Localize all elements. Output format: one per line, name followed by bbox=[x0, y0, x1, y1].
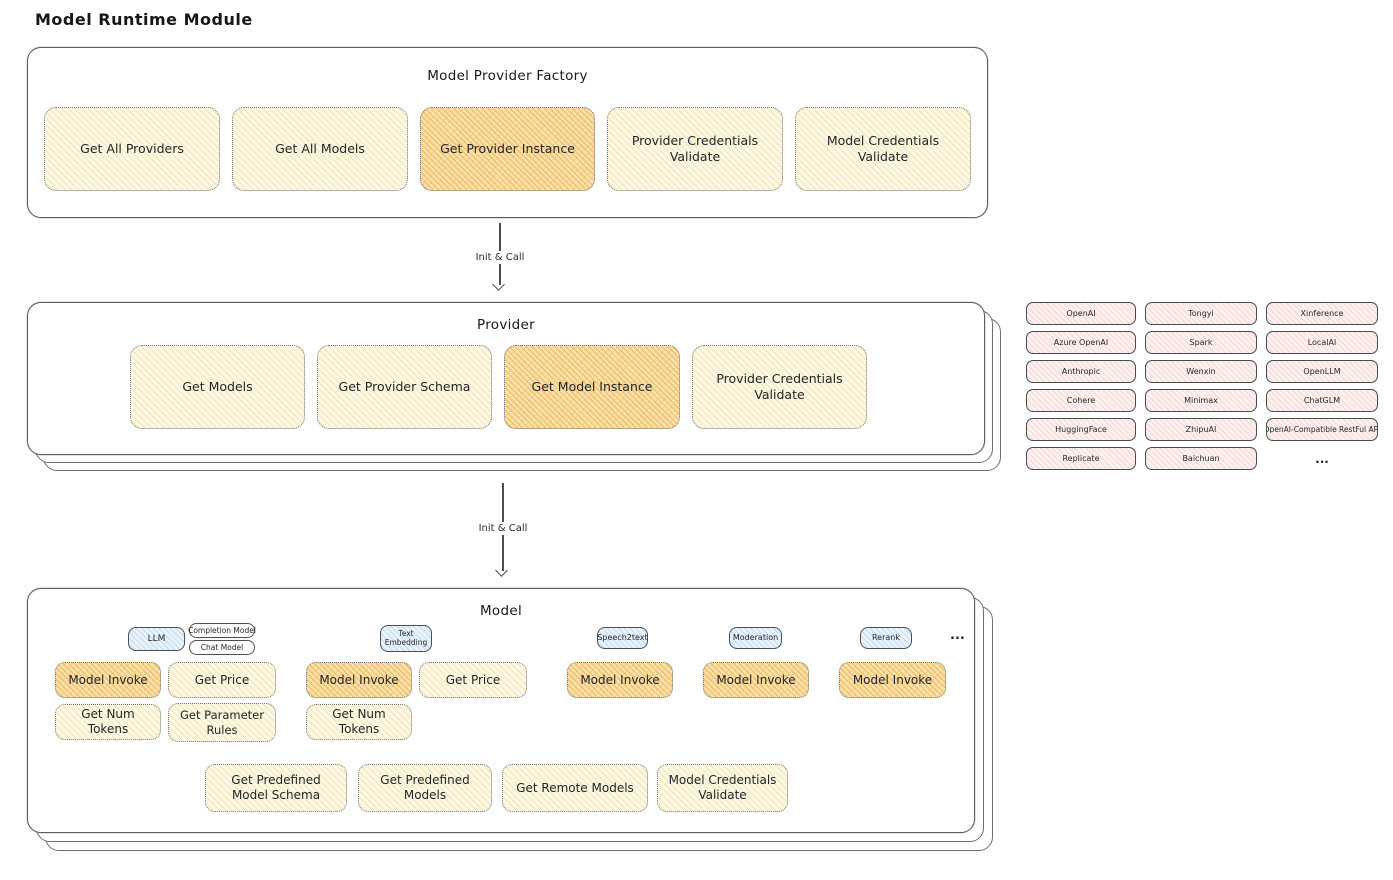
node-te-model-invoke: Model Invoke bbox=[306, 662, 412, 698]
node-get-models: Get Models bbox=[130, 345, 305, 429]
node-get-remote-models: Get Remote Models bbox=[502, 764, 648, 812]
provider-chip-wenxin: Wenxin bbox=[1145, 360, 1257, 383]
provider-chip-cohere: Cohere bbox=[1026, 389, 1136, 412]
node-provider-credentials-validate: Provider Credentials Validate bbox=[692, 345, 867, 429]
factory-title: Model Provider Factory bbox=[427, 68, 588, 84]
node-get-model-instance: Get Model Instance bbox=[504, 345, 680, 429]
provider-chip-replicate: Replicate bbox=[1026, 447, 1136, 470]
provider-chip-tongyi: Tongyi bbox=[1145, 302, 1257, 325]
tab-rerank: Rerank bbox=[860, 627, 912, 649]
node-get-all-providers: Get All Providers bbox=[44, 107, 220, 191]
model-title: Model bbox=[479, 603, 523, 619]
tabs-more-ellipsis: ... bbox=[950, 628, 965, 643]
node-get-provider-instance: Get Provider Instance bbox=[420, 107, 595, 191]
node-te-get-num-tokens: Get Num Tokens bbox=[306, 704, 412, 740]
node-te-get-price: Get Price bbox=[419, 662, 527, 698]
provider-chip-minimax: Minimax bbox=[1145, 389, 1257, 412]
tab-chat-model: Chat Model bbox=[189, 640, 255, 655]
diagram-title: Model Runtime Module bbox=[35, 10, 253, 29]
provider-chip-chatglm: ChatGLM bbox=[1266, 389, 1378, 412]
node-get-all-models: Get All Models bbox=[232, 107, 408, 191]
node-get-provider-schema: Get Provider Schema bbox=[317, 345, 492, 429]
node-model-credentials-validate: Model Credentials Validate bbox=[657, 764, 788, 812]
node-provider-credentials-validate-factory: Provider Credentials Validate bbox=[607, 107, 783, 191]
node-s2t-model-invoke: Model Invoke bbox=[567, 662, 673, 698]
arrow-label-init-call-2: Init & Call bbox=[473, 522, 533, 535]
tab-completion-model: Completion Model bbox=[188, 623, 256, 638]
providers-grid: OpenAI Tongyi Xinference Azure OpenAI Sp… bbox=[1026, 302, 1378, 470]
provider-chip-openai-compatible: OpenAI-Compatible RestFul API bbox=[1266, 418, 1378, 441]
provider-chip-localai: LocalAI bbox=[1266, 331, 1378, 354]
provider-chip-anthropic: Anthropic bbox=[1026, 360, 1136, 383]
tab-speech2text: Speech2text bbox=[597, 627, 648, 649]
provider-chip-baichuan: Baichuan bbox=[1145, 447, 1257, 470]
tab-text-embedding: Text Embedding bbox=[380, 625, 432, 652]
arrow-label-init-call-1: Init & Call bbox=[470, 251, 530, 264]
provider-chip-openai: OpenAI bbox=[1026, 302, 1136, 325]
provider-chip-azure-openai: Azure OpenAI bbox=[1026, 331, 1136, 354]
provider-chip-zhipuai: ZhipuAI bbox=[1145, 418, 1257, 441]
provider-chip-huggingface: HuggingFace bbox=[1026, 418, 1136, 441]
provider-title: Provider bbox=[477, 317, 535, 333]
provider-chip-spark: Spark bbox=[1145, 331, 1257, 354]
arrow-provider-to-model-head bbox=[495, 564, 508, 577]
tab-llm: LLM bbox=[128, 627, 185, 651]
providers-more-ellipsis: ... bbox=[1315, 451, 1329, 466]
tab-moderation: Moderation bbox=[729, 627, 782, 649]
node-llm-get-parameter-rules: Get Parameter Rules bbox=[168, 703, 276, 742]
node-model-credentials-validate-factory: Model Credentials Validate bbox=[795, 107, 971, 191]
node-llm-get-price: Get Price bbox=[168, 662, 276, 698]
node-rerank-model-invoke: Model Invoke bbox=[839, 662, 946, 698]
node-get-predefined-model-schema: Get Predefined Model Schema bbox=[205, 764, 347, 812]
node-llm-model-invoke: Model Invoke bbox=[55, 662, 161, 698]
node-moderation-model-invoke: Model Invoke bbox=[703, 662, 809, 698]
node-llm-get-num-tokens: Get Num Tokens bbox=[55, 704, 161, 740]
provider-chip-xinference: Xinference bbox=[1266, 302, 1378, 325]
arrow-factory-to-provider-head bbox=[492, 278, 505, 291]
node-get-predefined-models: Get Predefined Models bbox=[358, 764, 492, 812]
provider-chip-openllm: OpenLLM bbox=[1266, 360, 1378, 383]
